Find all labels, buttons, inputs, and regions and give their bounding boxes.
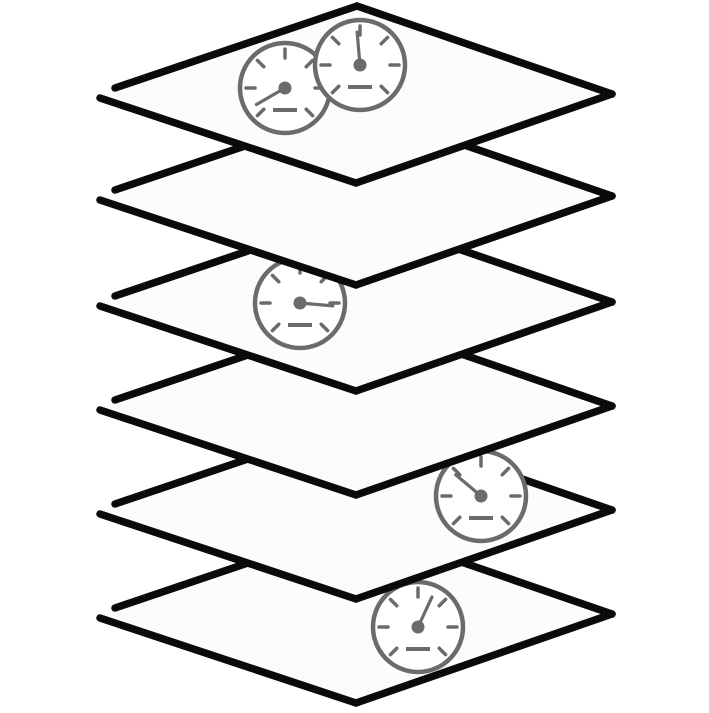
- gauge-tick: [500, 515, 511, 526]
- layer-edge: [96, 302, 360, 395]
- diagram-layer: [96, 522, 616, 707]
- layer-edge: [352, 192, 616, 289]
- gauge-tick: [270, 273, 281, 284]
- gauge-hub: [411, 620, 425, 634]
- gauge-tick: [270, 322, 281, 333]
- gauge-tick: [437, 597, 448, 608]
- diagram-layer: [96, 314, 616, 499]
- gauge-tick: [304, 107, 315, 118]
- gauge-tick: [388, 646, 399, 657]
- gauge-tick: [304, 58, 315, 69]
- layer-edge: [96, 614, 360, 707]
- gauge-tick: [330, 35, 341, 46]
- layer-edge: [96, 196, 360, 289]
- gauge-tick: [437, 646, 448, 657]
- speedometer-icon: [252, 255, 348, 351]
- layer-edge: [352, 298, 616, 395]
- gauge-hub: [474, 489, 488, 503]
- gauge-tick: [379, 35, 390, 46]
- layer-edge: [96, 510, 360, 603]
- layer-edge: [111, 2, 361, 92]
- gauge-hub: [353, 58, 367, 72]
- speedometer-icon: [312, 17, 408, 113]
- gauge-tick: [255, 58, 266, 69]
- layer-edge: [96, 406, 360, 499]
- diagram-layer: [96, 210, 616, 395]
- layer-edge: [352, 506, 616, 603]
- gauge-tick: [451, 515, 462, 526]
- gauge-tick: [388, 597, 399, 608]
- gauge-tick: [451, 466, 462, 477]
- diagram-layer: [96, 418, 616, 603]
- gauge-tick: [255, 107, 266, 118]
- gauge-tick: [330, 84, 341, 95]
- gauge-hub: [278, 81, 292, 95]
- layer-edge: [352, 90, 616, 187]
- layer-edge: [352, 610, 616, 707]
- gauge-tick: [379, 84, 390, 95]
- gauge-tick: [500, 466, 511, 477]
- gauge-hub: [293, 296, 307, 310]
- diagram-layer: [96, 104, 616, 289]
- gauge-tick: [319, 322, 330, 333]
- speedometer-icon: [370, 579, 466, 675]
- diagram-layer: [96, 2, 616, 187]
- layer-edge: [353, 2, 616, 98]
- layer-edge: [352, 402, 616, 499]
- layer-edge: [96, 94, 360, 187]
